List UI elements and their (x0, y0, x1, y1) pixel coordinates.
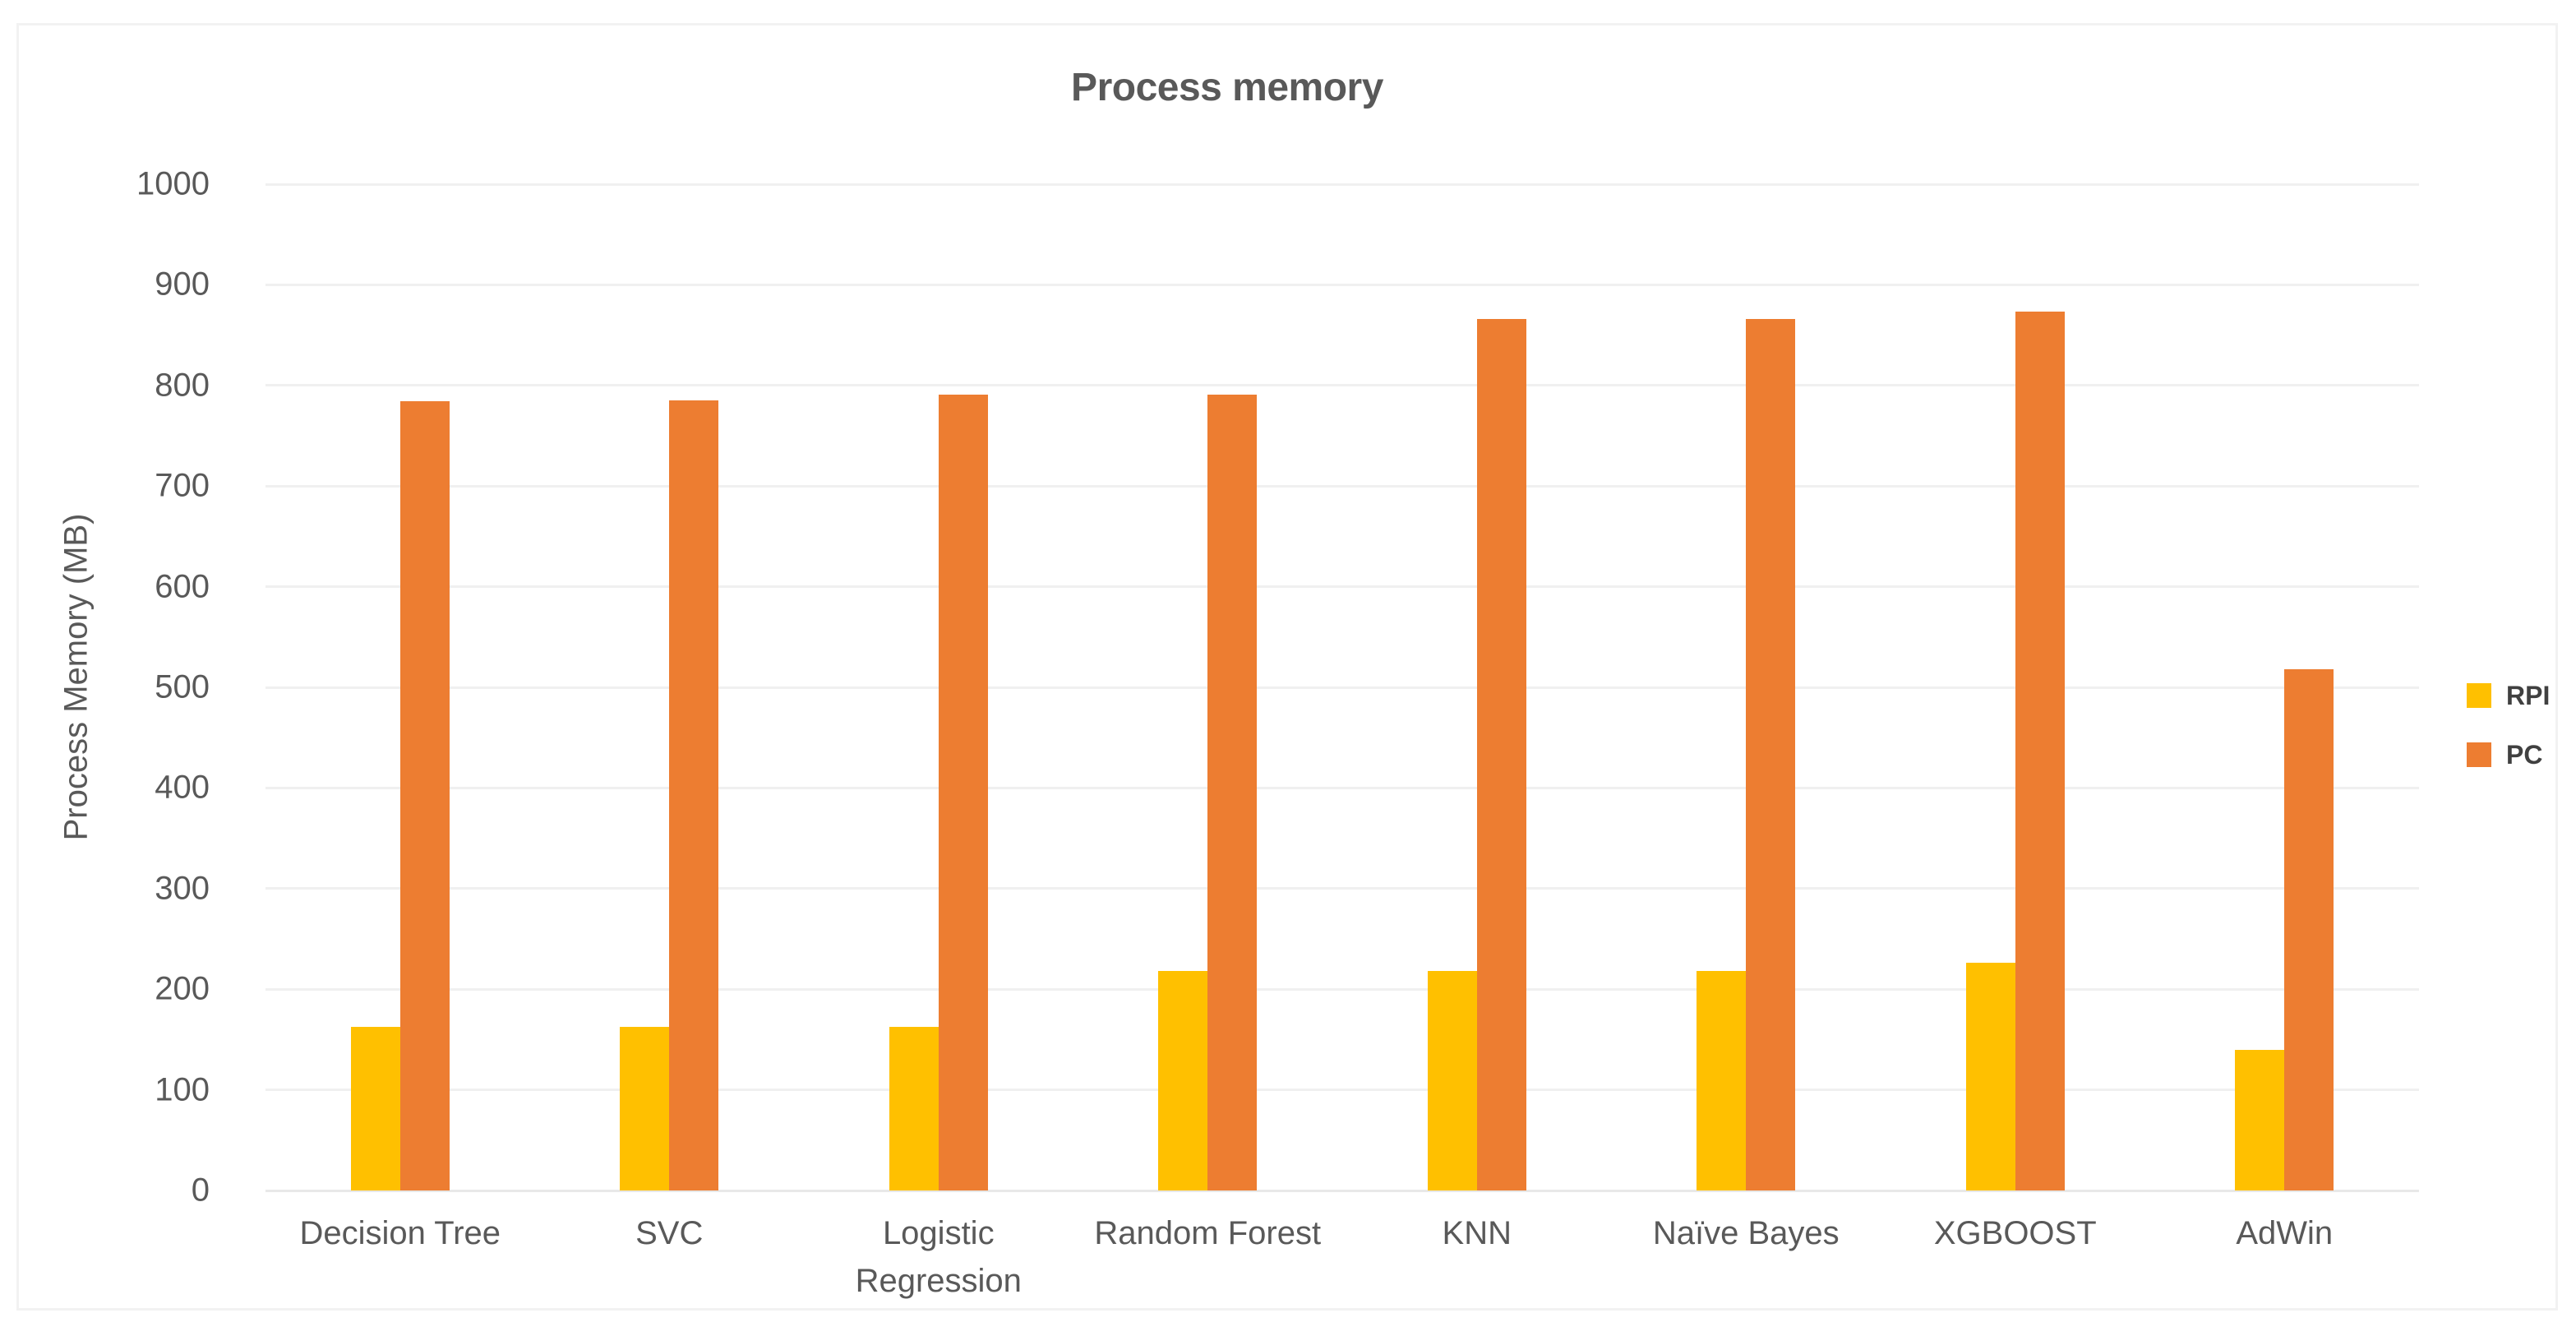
bar-pc[interactable] (2284, 668, 2334, 1190)
bar-group (1158, 184, 1258, 1190)
bar-pc[interactable] (1746, 319, 1796, 1190)
bar-group (350, 184, 450, 1190)
gridline (265, 987, 2419, 991)
x-axis-tick-label: Naïve Bayes (1652, 1215, 1840, 1251)
y-axis-tick-label: 200 (155, 970, 210, 1007)
gridline (265, 484, 2419, 488)
gridline (265, 585, 2419, 589)
bar-group (2235, 184, 2334, 1190)
y-axis-tick-label: 700 (155, 467, 210, 504)
bars-layer (265, 184, 2419, 1190)
bar-group (1427, 184, 1526, 1190)
legend-item-rpi[interactable]: RPI (2467, 680, 2576, 710)
bar-group (620, 184, 719, 1190)
y-axis-tick-label: 800 (155, 367, 210, 404)
bar-group (1965, 184, 2065, 1190)
bar-rpi[interactable] (1697, 971, 1747, 1190)
legend-swatch-icon (2467, 683, 2491, 708)
bar-group (1697, 184, 1796, 1190)
legend-item-pc[interactable]: PC (2467, 739, 2576, 770)
x-axis-tick-label: KNN (1442, 1215, 1512, 1251)
x-axis-tick-label: AdWin (2236, 1215, 2334, 1251)
gridline (265, 686, 2419, 689)
gridline (265, 183, 2419, 186)
legend-swatch-icon (2467, 742, 2491, 767)
x-axis-tick-label: Random Forest (1094, 1215, 1322, 1251)
bar-pc[interactable] (399, 401, 450, 1190)
y-axis-tick-label: 400 (155, 769, 210, 806)
legend-label: RPI (2506, 680, 2551, 710)
y-axis-tick-label: 600 (155, 568, 210, 605)
bar-pc[interactable] (1476, 319, 1526, 1190)
bar-group (889, 184, 988, 1190)
bar-rpi[interactable] (1965, 963, 2015, 1190)
y-axis-tick-label: 0 (191, 1172, 210, 1209)
gridline (265, 283, 2419, 286)
chart-title: Process memory (1071, 66, 1383, 109)
y-axis-tick-label: 1000 (136, 165, 210, 202)
y-axis-tick-label: 300 (155, 870, 210, 907)
y-axis-tick-label: 500 (155, 668, 210, 705)
bar-rpi[interactable] (1427, 971, 1477, 1190)
x-axis-tick-labels: Decision Tree SVC Logistic Regression Rando… (265, 1209, 2419, 1333)
gridline (265, 887, 2419, 890)
bar-rpi[interactable] (620, 1026, 670, 1190)
gridline (265, 1089, 2419, 1092)
bar-rpi[interactable] (889, 1026, 939, 1190)
bar-pc[interactable] (1207, 394, 1258, 1190)
x-axis-tick-label: Logistic Regression (855, 1215, 1022, 1299)
bar-pc[interactable] (2015, 312, 2065, 1190)
x-axis-tick-label: Decision Tree (299, 1215, 501, 1251)
x-axis-tick-label: SVC (635, 1215, 704, 1251)
y-axis-tick-label: 100 (155, 1071, 210, 1108)
gridline (265, 1189, 2419, 1192)
plot-area (265, 183, 2419, 1192)
bar-pc[interactable] (669, 400, 719, 1190)
x-axis-tick-label: XGBOOST (1933, 1215, 2097, 1251)
bar-rpi[interactable] (1158, 971, 1208, 1190)
legend-label: PC (2506, 739, 2543, 770)
gridline (265, 786, 2419, 789)
chart-legend: RPI PC (2467, 680, 2576, 802)
bar-pc[interactable] (938, 394, 988, 1190)
bar-rpi[interactable] (350, 1026, 400, 1190)
bar-rpi[interactable] (2235, 1049, 2285, 1190)
gridline (265, 384, 2419, 387)
y-axis-tick-label: 900 (155, 266, 210, 303)
